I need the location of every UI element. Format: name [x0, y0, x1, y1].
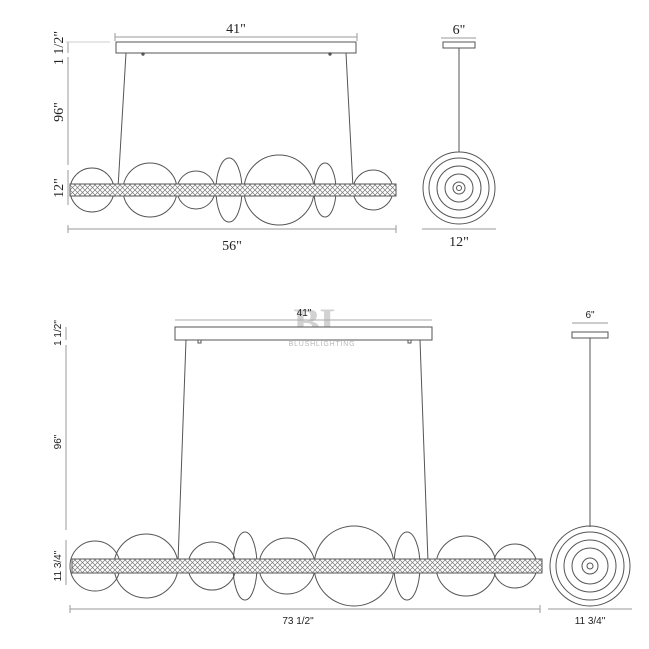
- side-canopy-width-label: 6": [453, 23, 466, 38]
- top-side-view: [422, 37, 496, 230]
- mesh-bar: [71, 558, 543, 574]
- drop-label: 96": [53, 434, 64, 449]
- suspension-rod-right: [345, 52, 354, 189]
- top-labels: 41" 1 1/2" 96" 12" 56" 6" 12": [52, 22, 469, 254]
- canopy-height-label: 1 1/2": [52, 31, 67, 65]
- canopy-height-label: 1 1/2": [53, 320, 64, 346]
- side-disc: [422, 151, 496, 225]
- side-canopy: [571, 331, 609, 339]
- side-canopy: [442, 41, 476, 49]
- canopy: [174, 326, 433, 341]
- side-disc: [549, 525, 631, 607]
- suspension-rod-right: [419, 339, 429, 563]
- side-canopy-width-label: 6": [585, 310, 595, 321]
- body-height-label: 11 3/4": [53, 550, 64, 581]
- canopy-width-label: 41": [226, 22, 246, 37]
- overall-width-label: 56": [222, 239, 242, 254]
- suspension-rod-left: [117, 52, 127, 189]
- drop-label: 96": [52, 102, 67, 122]
- canopy-width-label: 41": [297, 308, 312, 319]
- bottom-side-view: [548, 322, 632, 610]
- top-front-view: [66, 33, 397, 233]
- suspension-rod-left: [177, 339, 187, 563]
- body-height-label: 12": [52, 178, 67, 198]
- canopy: [115, 41, 357, 54]
- bottom-labels: 41" 1 1/2" 96" 11 3/4" 73 1/2" 6" 11 3/4…: [53, 308, 606, 627]
- mesh-bar: [69, 183, 397, 197]
- bottom-front-view: [65, 319, 543, 613]
- side-diameter-label: 12": [449, 235, 469, 250]
- overall-width-label: 73 1/2": [282, 616, 314, 627]
- svg-text:BLUSHLIGHTING: BLUSHLIGHTING: [289, 341, 356, 348]
- side-diameter-label: 11 3/4": [575, 616, 606, 627]
